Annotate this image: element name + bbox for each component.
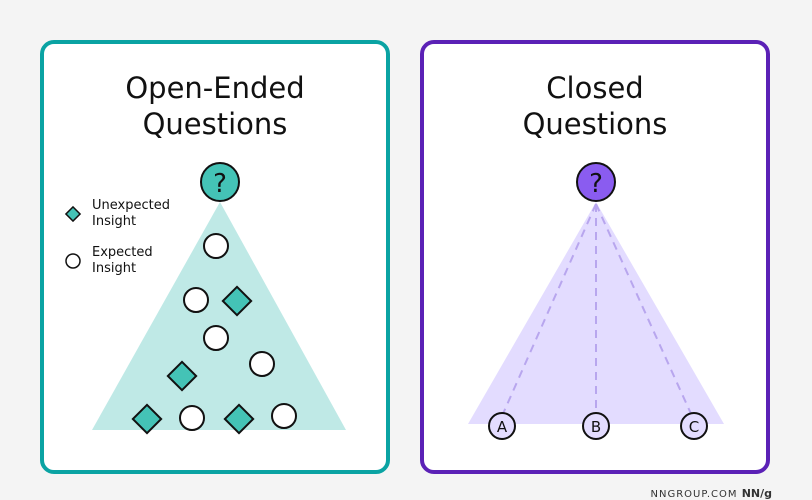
- circle-icon: [65, 253, 81, 269]
- footer-site: NNGROUP.COM: [650, 489, 738, 500]
- expected-insight-node: [249, 351, 275, 377]
- nng-logo: NN/g: [741, 487, 772, 500]
- option-c-label: C: [689, 418, 699, 436]
- option-c-node: [680, 412, 708, 440]
- unexpected-insight-node: [131, 403, 163, 435]
- legend-expected: Expected Insight: [64, 245, 153, 277]
- closed-title: Closed Questions: [424, 70, 766, 142]
- expected-insight-node: [271, 403, 297, 429]
- closed-triangle: [468, 202, 724, 424]
- option-a-label: A: [497, 418, 508, 436]
- question-node: [200, 162, 240, 202]
- path-to-a: [501, 203, 597, 417]
- open-ended-triangle: [92, 202, 346, 430]
- closed-diagram: ? A B C: [468, 162, 724, 440]
- expected-insight-node: [179, 405, 205, 431]
- expected-insight-node: [203, 233, 229, 259]
- expected-insight-node: [203, 325, 229, 351]
- expected-insight-node: [183, 287, 209, 313]
- option-a-node: [488, 412, 516, 440]
- closed-panel: Closed Questions ? A B C: [420, 40, 770, 474]
- diamond-icon: [64, 205, 82, 223]
- option-b-node: [582, 412, 610, 440]
- unexpected-insight-node: [223, 403, 255, 435]
- legend-unexpected: Unexpected Insight: [64, 198, 170, 230]
- question-mark: ?: [589, 169, 603, 199]
- legend-unexpected-line1: Unexpected: [92, 198, 170, 213]
- legend-unexpected-line2: Insight: [92, 214, 137, 229]
- question-node: [576, 162, 616, 202]
- open-ended-panel: Open-Ended Questions ? Unexpected Insigh…: [40, 40, 390, 474]
- title-line-2: Questions: [522, 107, 668, 141]
- open-ended-diagram: ?: [92, 162, 346, 435]
- open-ended-title: Open-Ended Questions: [44, 70, 386, 142]
- unexpected-insight-node: [221, 285, 253, 317]
- question-mark: ?: [213, 169, 227, 199]
- option-b-label: B: [591, 418, 601, 436]
- footer: NNGROUP.COM NN/g: [651, 487, 772, 500]
- legend-expected-line2: Insight: [92, 261, 137, 276]
- title-line-2: Questions: [142, 107, 288, 141]
- legend-expected-line1: Expected: [92, 245, 153, 260]
- title-line-1: Open-Ended: [125, 71, 305, 105]
- path-to-c: [595, 203, 693, 417]
- unexpected-insight-node: [166, 360, 198, 392]
- title-line-1: Closed: [546, 71, 644, 105]
